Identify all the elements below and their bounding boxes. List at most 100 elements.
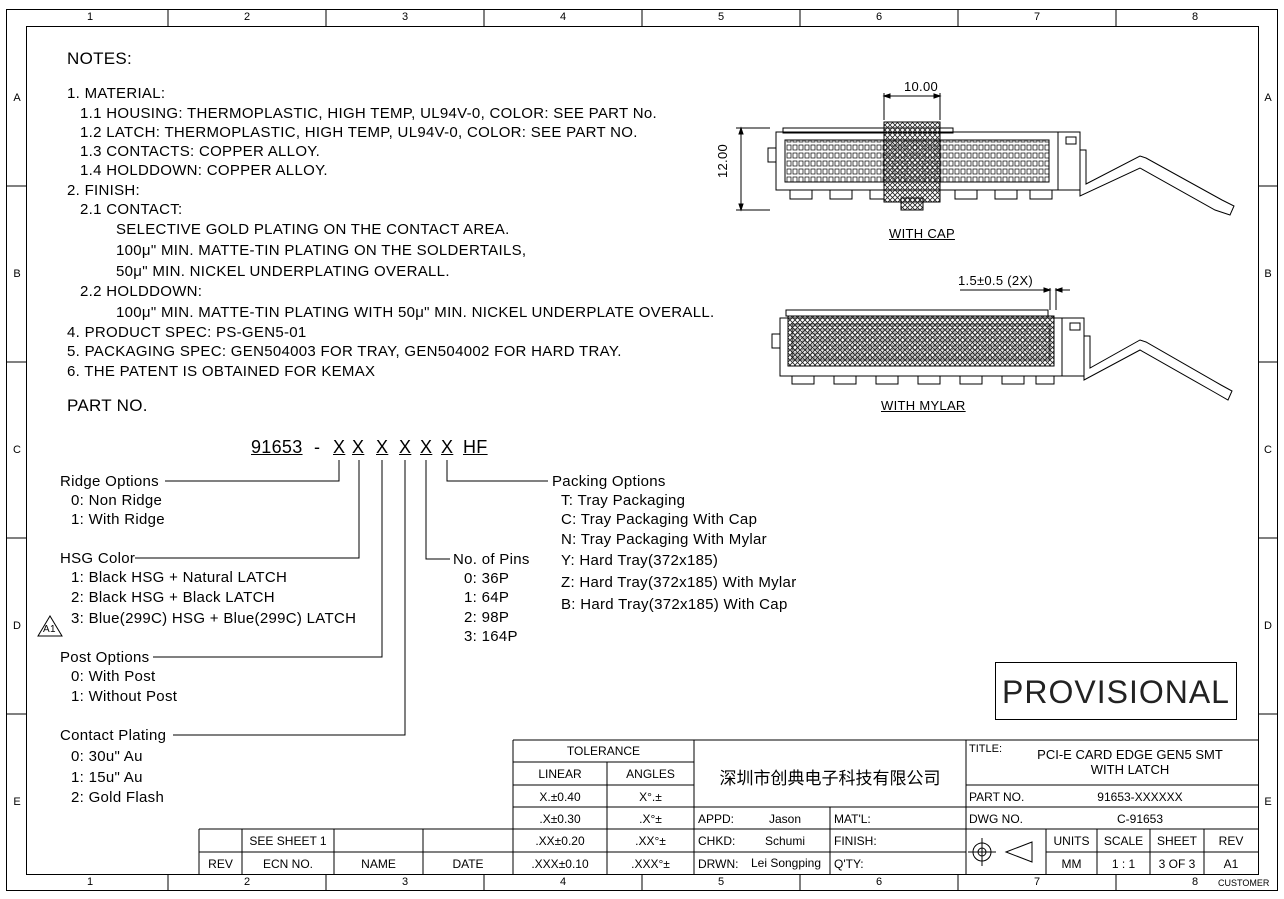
part-no-x4: X — [399, 437, 412, 457]
column-label: 4 — [559, 876, 567, 888]
column-label: 3 — [401, 876, 409, 888]
drawing-title: PCI-E CARD EDGE GEN5 SMT — [1037, 747, 1223, 762]
contact-plating-title: Contact Plating — [60, 727, 167, 744]
note-line: 6. THE PATENT IS OBTAINED FOR KEMAX — [67, 363, 376, 380]
part-no-x5: X — [420, 437, 433, 457]
note-line: SELECTIVE GOLD PLATING ON THE CONTACT AR… — [116, 221, 510, 238]
hsg-color-option: 1: Black HSG + Natural LATCH — [71, 569, 288, 586]
title-label: TITLE: — [969, 743, 1003, 755]
packing-options-title: Packing Options — [552, 473, 666, 490]
scale-value: 1 : 1 — [1111, 857, 1136, 871]
row-label: D — [1264, 620, 1272, 632]
ridge-option: 1: With Ridge — [71, 511, 165, 528]
ridge-options-title: Ridge Options — [60, 473, 159, 490]
customer-label: CUSTOMER — [1218, 878, 1270, 888]
part-no-x1: X — [333, 437, 346, 457]
drwn-label: DRWN: — [698, 857, 739, 871]
chkd-label: CHKD: — [698, 834, 736, 848]
packing-option: Y: Hard Tray(372x185) — [561, 552, 719, 569]
tol-linear: .X±0.30 — [539, 812, 581, 826]
note-line: 2.2 HOLDDOWN: — [80, 283, 203, 300]
sheet-value: 3 OF 3 — [1158, 857, 1196, 871]
units-value: MM — [1061, 857, 1082, 871]
column-label: 8 — [1191, 876, 1199, 888]
row-label: B — [13, 268, 21, 280]
hsg-color-option: 3: Blue(299C) HSG + Blue(299C) LATCH — [71, 610, 357, 627]
hsg-color-option: 2: Black HSG + Black LATCH — [71, 589, 275, 606]
company-name: 深圳市创典电子科技有限公司 — [719, 769, 941, 789]
tol-linear: .XX±0.20 — [535, 834, 585, 848]
provisional-text: PROVISIONAL — [1002, 674, 1230, 710]
tol-angle: .XXX°± — [631, 857, 670, 871]
projection-symbol-icon — [968, 838, 1033, 866]
ecn-column-header: ECN NO. — [262, 857, 313, 871]
row-label: E — [13, 796, 21, 808]
column-label: 8 — [1191, 11, 1199, 23]
row-label: C — [1264, 444, 1272, 456]
partno-value: 91653-XXXXXX — [1097, 790, 1183, 804]
matl-label: MAT'L: — [834, 812, 871, 826]
notes-heading: NOTES: — [67, 49, 133, 68]
tol-angle: .XX°± — [635, 834, 666, 848]
column-label: 3 — [401, 11, 409, 23]
date-column-header: DATE — [452, 857, 484, 871]
note-line: 4. PRODUCT SPEC: PS-GEN5-01 — [67, 324, 307, 341]
chkd-value: Schumi — [764, 834, 805, 848]
note-line: 1.4 HOLDDOWN: COPPER ALLOY. — [80, 162, 328, 179]
part-no-heading: PART NO. — [67, 396, 148, 415]
note-line: 1. MATERIAL: — [67, 85, 166, 102]
hsg-color-title: HSG Color — [60, 550, 136, 567]
note-line: 100μ" MIN. MATTE-TIN PLATING WITH 50μ" M… — [116, 304, 715, 321]
tol-angle: .X°± — [639, 812, 662, 826]
column-label: 7 — [1033, 876, 1041, 888]
post-option: 1: Without Post — [71, 688, 178, 705]
mylar-gap-dimension: 1.5±0.5 (2X) — [958, 273, 1034, 288]
tolerance-header: TOLERANCE — [566, 744, 641, 758]
post-option: 0: With Post — [71, 668, 156, 685]
dwgno-value: C-91653 — [1116, 812, 1164, 826]
packing-option: C: Tray Packaging With Cap — [561, 511, 758, 528]
rev-label: REV — [1218, 834, 1244, 848]
column-label: 4 — [559, 11, 567, 23]
name-column-header: NAME — [361, 857, 396, 871]
with-mylar-label: WITH MYLAR — [881, 398, 966, 413]
finish-label: FINISH: — [834, 834, 877, 848]
note-line: 2.1 CONTACT: — [80, 201, 183, 218]
row-label: C — [13, 444, 21, 456]
pins-option: 3: 164P — [464, 628, 518, 645]
tol-linear: .XXX±0.10 — [531, 857, 589, 871]
row-label: D — [13, 620, 21, 632]
packing-option: T: Tray Packaging — [561, 492, 686, 509]
tol-linear: X.±0.40 — [539, 790, 581, 804]
see-sheet-note: SEE SHEET 1 — [249, 834, 327, 848]
note-line: 50μ" MIN. NICKEL UNDERPLATING OVERALL. — [116, 263, 450, 280]
dwgno-label: DWG NO. — [969, 812, 1023, 826]
part-no-x2: X — [352, 437, 365, 457]
note-line: 100μ" MIN. MATTE-TIN PLATING ON THE SOLD… — [116, 242, 527, 259]
note-line: 1.1 HOUSING: THERMOPLASTIC, HIGH TEMP, U… — [80, 105, 657, 122]
revision-mark: A1 — [43, 624, 56, 635]
packing-option: Z: Hard Tray(372x185) With Mylar — [561, 574, 797, 591]
part-no-base: 91653 — [251, 437, 303, 457]
drawing-title-2: WITH LATCH — [1090, 762, 1170, 777]
column-label: 1 — [86, 11, 94, 23]
rev-value: A1 — [1223, 857, 1239, 871]
column-label: 6 — [875, 11, 883, 23]
column-label: 6 — [875, 876, 883, 888]
contact-plating-option: 2: Gold Flash — [71, 789, 165, 806]
cap-width-dimension: 10.00 — [904, 79, 939, 94]
post-options-title: Post Options — [60, 649, 150, 666]
row-label: A — [1264, 92, 1272, 104]
part-no-suffix: HF — [463, 437, 488, 457]
appd-value: Jason — [768, 812, 802, 826]
column-label: 7 — [1033, 11, 1041, 23]
units-label: UNITS — [1053, 834, 1090, 848]
row-label: A — [13, 92, 21, 104]
provisional-stamp: PROVISIONAL — [995, 662, 1237, 720]
sheet-label: SHEET — [1156, 834, 1197, 848]
scale-label: SCALE — [1103, 834, 1144, 848]
pins-title: No. of Pins — [453, 551, 530, 568]
